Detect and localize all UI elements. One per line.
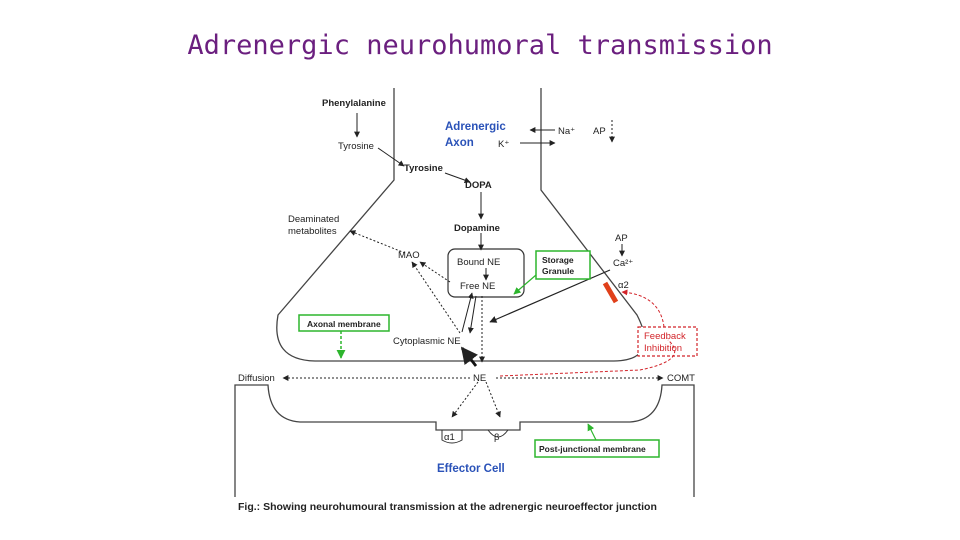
- label-deaminated: Deaminated: [288, 214, 339, 225]
- label-comt: COMT: [667, 373, 695, 384]
- label-axonal-membrane: Axonal membrane: [307, 319, 381, 329]
- label-alpha2: α2: [618, 280, 629, 291]
- label-dopa: DOPA: [465, 180, 492, 191]
- label-granule: Granule: [542, 266, 574, 276]
- label-tyrosine-inside: Tyrosine: [404, 163, 443, 174]
- feedback-inhibition-box: [637, 326, 698, 357]
- slide-title: Adrenergic neurohumoral transmission: [187, 30, 773, 61]
- label-post-junctional-membrane: Post-junctional membrane: [539, 444, 646, 454]
- label-diffusion: Diffusion: [238, 373, 275, 384]
- alpha1-receptor-shape: [441, 430, 463, 444]
- label-phenylalanine: Phenylalanine: [322, 98, 386, 109]
- label-metabolites: metabolites: [288, 226, 337, 237]
- effector-cell-outline: [234, 384, 695, 497]
- label-alpha1: α1: [444, 432, 455, 443]
- label-feedback: Feedback: [644, 331, 686, 342]
- label-adrenergic: Adrenergic: [445, 121, 506, 133]
- label-dopamine: Dopamine: [454, 223, 500, 234]
- label-inhibition: Inhibition: [644, 343, 682, 354]
- post-junctional-label-box: [534, 439, 660, 458]
- label-na-ion: Na⁺: [558, 126, 575, 137]
- axonal-membrane-label-box: [298, 314, 390, 332]
- storage-granule-label-box: [535, 250, 591, 280]
- label-axon: Axon: [445, 137, 474, 149]
- label-tyrosine-outside: Tyrosine: [338, 141, 374, 152]
- label-ne-cleft: NE: [473, 373, 486, 384]
- storage-granule-box: [447, 248, 525, 298]
- label-k-ion: K⁺: [498, 139, 509, 150]
- figure-caption: Fig.: Showing neurohumoural transmission…: [238, 501, 657, 513]
- alpha2-receptor-bar: [602, 281, 619, 304]
- label-mao: MAO: [398, 250, 420, 261]
- label-cytoplasmic-ne: Cytoplasmic NE: [393, 336, 461, 347]
- label-beta: β: [494, 432, 500, 443]
- beta-receptor-shape: [487, 429, 509, 438]
- label-free-ne: Free NE: [460, 281, 495, 292]
- label-effector-cell: Effector Cell: [437, 463, 505, 475]
- label-storage: Storage: [542, 255, 574, 265]
- label-ap-right: AP: [615, 233, 628, 244]
- label-ca-ion: Ca²⁺: [613, 258, 633, 269]
- label-ap-top: AP: [593, 126, 606, 137]
- label-bound-ne: Bound NE: [457, 257, 500, 268]
